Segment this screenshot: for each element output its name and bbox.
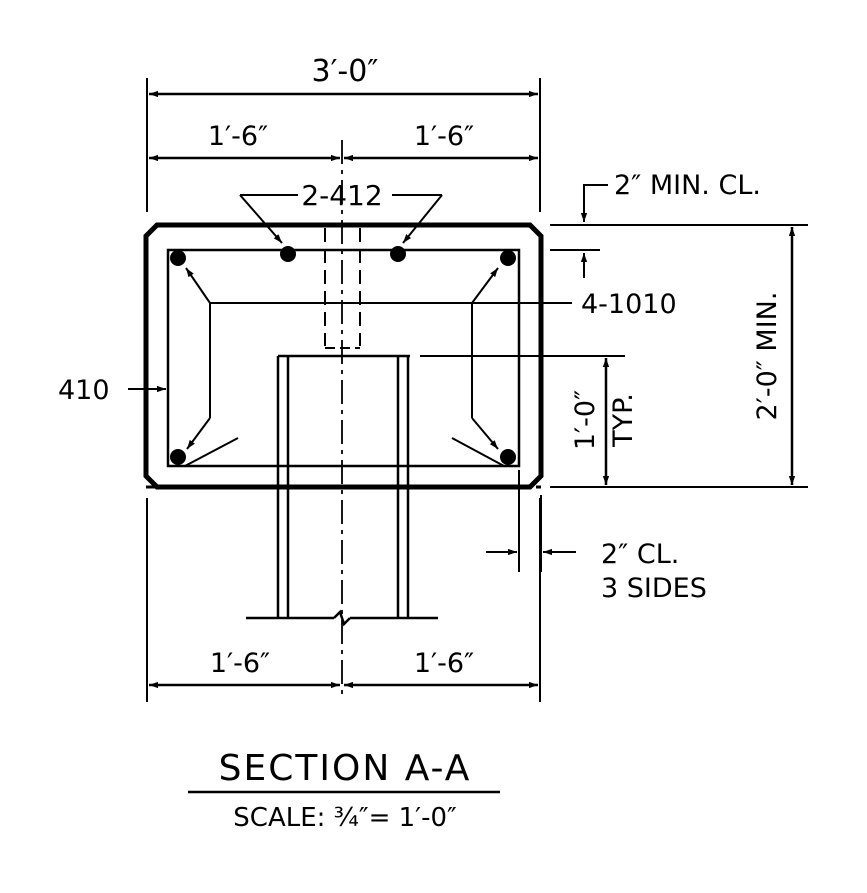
top-right-half-label: 1′-6″ <box>414 121 474 152</box>
concrete-section-outline <box>143 222 544 490</box>
rebar-corner-top-left <box>170 250 186 266</box>
corner-bars-label: 4-1010 <box>581 289 677 320</box>
rebar-corner-bottom-right <box>500 449 516 465</box>
scale-label: SCALE: ¾″= 1′-0″ <box>233 803 457 833</box>
overall-width-label: 3′-0″ <box>311 54 378 89</box>
top-bars-label: 2-412 <box>301 179 382 212</box>
side-cover-label-line2: 3 SIDES <box>601 573 707 604</box>
anchor-hidden-lines <box>324 228 361 349</box>
rebar-top-right <box>390 246 406 262</box>
leader-2-412 <box>239 194 443 244</box>
depth-label: 2′-0″ MIN. <box>752 292 783 421</box>
embed-label: 1′-0″ <box>570 390 601 450</box>
stirrup-label: 410 <box>58 375 110 406</box>
leader-4-1010 <box>185 267 572 450</box>
rebar-corner-top-right <box>500 250 516 266</box>
right-dimensions <box>420 184 808 572</box>
bottom-dimensions <box>146 498 541 702</box>
stirrup-hoop <box>166 248 521 468</box>
embed-note: TYP. <box>608 393 639 448</box>
rebars <box>170 246 516 465</box>
rebar-top-left <box>280 246 296 262</box>
min-cover-label: 2″ MIN. CL. <box>614 170 761 201</box>
section-title: SECTION A-A <box>219 748 472 789</box>
stirrup-hook-left <box>184 437 239 467</box>
bottom-right-half-label: 1′-6″ <box>414 648 474 679</box>
top-dimensions <box>146 78 541 212</box>
top-left-half-label: 1′-6″ <box>208 121 268 152</box>
side-cover-label-line1: 2″ CL. <box>601 539 679 570</box>
rebar-corner-bottom-left <box>170 449 186 465</box>
bottom-left-half-label: 1′-6″ <box>210 648 270 679</box>
break-symbol <box>333 609 351 627</box>
post <box>146 354 541 627</box>
stirrup-hook-right <box>451 437 505 467</box>
